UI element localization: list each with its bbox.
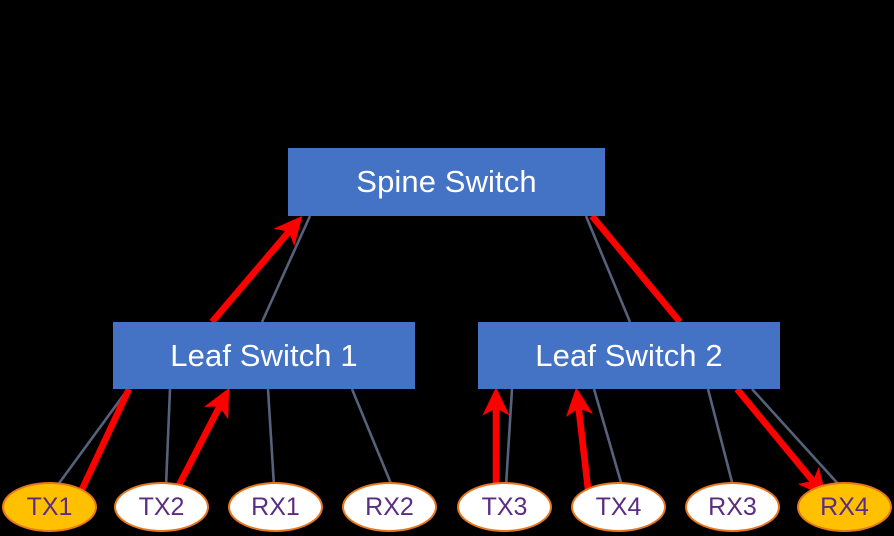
idle-link-leaf-switch-2-to-RX4 bbox=[751, 388, 841, 487]
endpoint-tx1[interactable]: TX1 bbox=[2, 482, 97, 532]
endpoint-label: RX1 bbox=[251, 492, 300, 521]
endpoint-rx4[interactable]: RX4 bbox=[797, 482, 892, 532]
endpoint-label: TX2 bbox=[138, 492, 185, 521]
idle-link-leaf-switch-2-to-TX4 bbox=[592, 388, 624, 487]
active-link-spine-to-leaf2 bbox=[589, 213, 683, 325]
idle-link-spine-to-leaf-switch-2 bbox=[584, 215, 632, 323]
idle-link-leaf-switch-2-to-RX3 bbox=[706, 388, 735, 487]
spine-switch-node[interactable]: Spine Switch bbox=[288, 148, 605, 216]
active-link-leaf2-to-rx4 bbox=[734, 386, 827, 498]
endpoint-label: TX1 bbox=[26, 492, 73, 521]
active-link-tx4-to-leaf2 bbox=[565, 387, 594, 490]
endpoint-label: TX3 bbox=[481, 492, 528, 521]
active-flow-links-group bbox=[75, 213, 827, 500]
idle-link-leaf-switch-1-to-RX1 bbox=[266, 388, 276, 487]
idle-link-leaf-switch-1-to-TX2 bbox=[164, 388, 172, 487]
endpoint-tx2[interactable]: TX2 bbox=[114, 482, 209, 532]
spine-switch-label: Spine Switch bbox=[356, 164, 537, 199]
endpoint-rx2[interactable]: RX2 bbox=[342, 482, 437, 532]
leaf-switch-2-node[interactable]: Leaf Switch 2 bbox=[478, 322, 780, 389]
endpoint-label: RX3 bbox=[708, 492, 757, 521]
leaf-switch-1-node[interactable]: Leaf Switch 1 bbox=[113, 322, 415, 389]
idle-link-leaf-switch-2-to-TX3 bbox=[504, 388, 514, 487]
idle-link-leaf-switch-1-to-TX1 bbox=[55, 388, 130, 487]
active-link-tx1-to-leaf1 bbox=[75, 387, 132, 500]
leaf-switch-2-label: Leaf Switch 2 bbox=[535, 337, 723, 373]
active-link-tx2-to-leaf1 bbox=[174, 387, 230, 491]
endpoint-rx3[interactable]: RX3 bbox=[685, 482, 780, 532]
endpoint-tx4[interactable]: TX4 bbox=[571, 482, 666, 532]
endpoint-rx1[interactable]: RX1 bbox=[228, 482, 323, 532]
active-link-leaf1-to-spine bbox=[209, 215, 303, 325]
endpoint-label: RX2 bbox=[365, 492, 414, 521]
idle-link-leaf-switch-1-to-RX2 bbox=[350, 388, 394, 487]
endpoint-label: RX4 bbox=[820, 492, 869, 521]
endpoint-tx3[interactable]: TX3 bbox=[457, 482, 552, 532]
leaf-switch-1-label: Leaf Switch 1 bbox=[170, 337, 358, 373]
endpoint-label: TX4 bbox=[595, 492, 642, 521]
